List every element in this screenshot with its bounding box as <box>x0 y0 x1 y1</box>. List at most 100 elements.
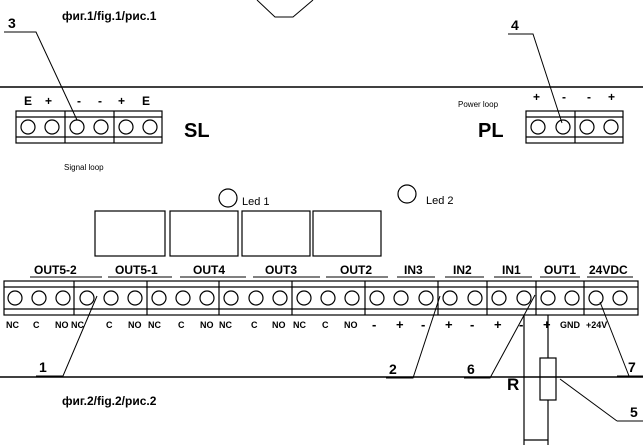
header-out2: OUT2 <box>340 263 372 277</box>
pl-screw-1[interactable] <box>530 119 546 135</box>
pin-in3-plus: + <box>396 317 404 332</box>
header-out3: OUT3 <box>265 263 297 277</box>
caption-fig1: фиг.1/fig.1/рис.1 <box>62 9 157 23</box>
screw-24vdc-extra[interactable] <box>612 290 628 306</box>
callout-3: 3 <box>8 15 16 31</box>
header-out4: OUT4 <box>193 263 225 277</box>
screw-out5-2-nc[interactable] <box>7 290 23 306</box>
pl-polarity-plus-2: + <box>608 90 615 104</box>
pl-polarity-plus-1: + <box>533 90 540 104</box>
resistor-body <box>539 357 557 401</box>
terminal-headers: OUT5-2 OUT5-1 OUT4 OUT3 OUT2 IN3 IN2 IN1… <box>34 263 628 277</box>
sl-screw-6[interactable] <box>142 119 158 135</box>
led-2-indicator <box>397 184 417 204</box>
bottom-terminal-row: OUT5-2 OUT5-1 OUT4 OUT3 OUT2 IN3 IN2 IN1… <box>3 263 639 332</box>
screw-24vdc-gnd[interactable] <box>564 290 580 306</box>
screw-in3-minus[interactable] <box>369 290 385 306</box>
callout-4: 4 <box>511 17 519 33</box>
screw-out5-1-no[interactable] <box>127 290 143 306</box>
screw-out1-minus[interactable] <box>516 290 532 306</box>
pl-polarity-minus-2: - <box>587 90 591 104</box>
led-1-indicator <box>218 188 238 208</box>
device-housing <box>0 86 643 378</box>
screw-out5-2-c[interactable] <box>31 290 47 306</box>
screw-out3-no[interactable] <box>272 290 288 306</box>
screw-in1-plus[interactable] <box>491 290 507 306</box>
pin-out2-no: NO <box>344 320 358 330</box>
pin-24vdc-gnd: GND <box>560 320 581 330</box>
pin-out1-plus: + <box>543 317 551 332</box>
screw-in1-minus[interactable] <box>467 290 483 306</box>
header-24vdc: 24VDC <box>589 263 628 277</box>
pin-in1-minus: - <box>470 317 474 332</box>
callout-5: 5 <box>630 404 638 420</box>
pin-out3-nc: NC <box>219 320 232 330</box>
pin-out4-nc: NC <box>148 320 161 330</box>
screw-out3-c[interactable] <box>248 290 264 306</box>
pin-out2-nc: NC <box>293 320 306 330</box>
screw-out3-nc[interactable] <box>223 290 239 306</box>
screw-in3-plus[interactable] <box>393 290 409 306</box>
pin-in2-minus: - <box>421 317 425 332</box>
screw-out2-nc[interactable] <box>296 290 312 306</box>
pin-out5-1-c: C <box>106 320 113 330</box>
top-bracket <box>256 0 314 18</box>
pin-out5-1-nc: NC <box>71 320 84 330</box>
callout-leaders <box>4 31 643 422</box>
screw-out2-no[interactable] <box>344 290 360 306</box>
screw-out1-plus[interactable] <box>540 290 556 306</box>
pin-out3-c: C <box>251 320 258 330</box>
sl-caption: Signal loop <box>64 163 104 172</box>
callout-1: 1 <box>39 359 47 375</box>
pin-out5-2-no: NO <box>55 320 69 330</box>
relay-2 <box>169 210 239 257</box>
sl-polarity-e-right: E <box>142 94 150 108</box>
callout-7: 7 <box>628 359 636 375</box>
terminal-screws <box>7 290 628 306</box>
led-2: Led 2 <box>397 184 454 207</box>
screw-out5-1-nc[interactable] <box>79 290 95 306</box>
led-1: Led 1 <box>218 188 270 208</box>
pin-out5-1-no: NO <box>128 320 142 330</box>
screw-24vdc-plus24v[interactable] <box>588 290 604 306</box>
pl-screw-4[interactable] <box>603 119 619 135</box>
sl-polarity-minus-2: - <box>98 94 102 108</box>
screw-out5-1-c[interactable] <box>103 290 119 306</box>
screw-in2-minus[interactable] <box>418 290 434 306</box>
screw-out4-c[interactable] <box>175 290 191 306</box>
pin-in1-plus: + <box>494 317 502 332</box>
sl-screw-4[interactable] <box>93 119 109 135</box>
pl-terminal-block: Power loop + - - + PL <box>458 90 624 144</box>
pin-out5-2-nc: NC <box>6 320 19 330</box>
led-1-label: Led 1 <box>242 196 270 208</box>
pin-out2-c: C <box>322 320 329 330</box>
pl-name-label: PL <box>478 120 504 142</box>
pin-out4-c: C <box>178 320 185 330</box>
screw-out4-no[interactable] <box>199 290 215 306</box>
relay-row <box>94 210 382 257</box>
header-out1: OUT1 <box>544 263 576 277</box>
pl-polarity-minus-1: - <box>562 90 566 104</box>
pl-caption: Power loop <box>458 100 499 109</box>
screw-out4-nc[interactable] <box>151 290 167 306</box>
pin-out3-no: NO <box>272 320 286 330</box>
sl-screw-1[interactable] <box>20 119 36 135</box>
screw-out5-2-no[interactable] <box>55 290 71 306</box>
pin-in2-plus: + <box>445 317 453 332</box>
resistor-label: R <box>507 375 519 394</box>
pl-screw-2[interactable] <box>555 119 571 135</box>
sl-polarity-minus-1: - <box>77 94 81 108</box>
pl-screw-3[interactable] <box>579 119 595 135</box>
sl-name-label: SL <box>184 120 210 142</box>
led-2-label: Led 2 <box>426 195 454 207</box>
pin-24vdc-plus24v: +24V <box>586 320 607 330</box>
sl-screw-5[interactable] <box>118 119 134 135</box>
screw-out2-c[interactable] <box>320 290 336 306</box>
sl-polarity-plus-right: + <box>118 94 125 108</box>
sl-screw-3[interactable] <box>69 119 85 135</box>
pin-out1-minus: - <box>519 317 523 332</box>
sl-screw-2[interactable] <box>44 119 60 135</box>
screw-in2-plus[interactable] <box>442 290 458 306</box>
pin-out5-2-c: C <box>33 320 40 330</box>
relay-4 <box>312 210 382 257</box>
